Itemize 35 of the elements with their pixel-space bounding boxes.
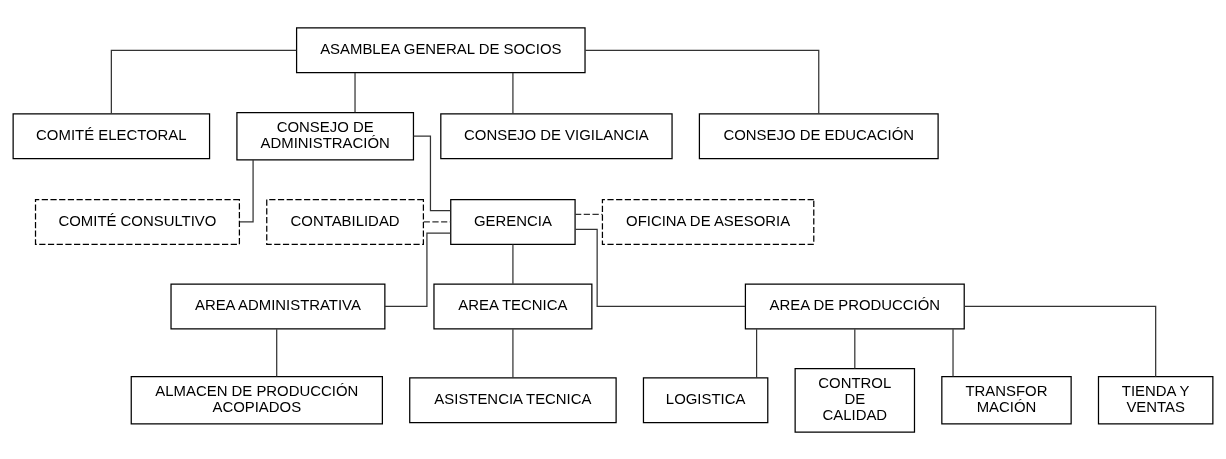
node-box: GERENCIA — [450, 198, 576, 245]
node-box: CONTROL DE CALIDAD — [794, 367, 916, 433]
node-box: LOGISTICA — [642, 376, 769, 423]
connector — [952, 328, 954, 377]
connector — [512, 243, 514, 284]
node-box: CONSEJO DE VIGILANCIA — [440, 112, 673, 159]
node-box: CONTABILIDAD — [266, 198, 425, 245]
connector — [574, 228, 746, 307]
connector — [584, 49, 820, 114]
node-box: CONSEJO DE EDUCACIÓN — [698, 112, 939, 159]
connector — [512, 328, 514, 378]
connector — [354, 71, 356, 113]
node-box: COMITÉ ELECTORAL — [12, 112, 211, 159]
node-box: AREA ADMINISTRATIVA — [170, 282, 386, 329]
connector — [512, 71, 514, 114]
connector — [110, 49, 297, 114]
node-box: ASISTENCIA TECNICA — [409, 376, 617, 423]
connector — [422, 220, 452, 223]
connector — [755, 328, 758, 378]
node-box: TRANSFOR MACIÓN — [941, 375, 1072, 425]
connector — [412, 135, 452, 211]
node-box: ALMACEN DE PRODUCCIÓN ACOPIADOS — [130, 375, 383, 425]
connector — [854, 328, 856, 369]
node-box: COMITÉ CONSULTIVO — [34, 198, 241, 245]
connector — [384, 232, 452, 307]
connector — [963, 305, 1157, 377]
connector — [574, 213, 603, 215]
node-box: CONSEJO DE ADMINISTRACIÓN — [236, 111, 415, 160]
connector — [276, 328, 278, 377]
node-box: OFICINA DE ASESORIA — [601, 198, 815, 245]
node-box: ASAMBLEA GENERAL DE SOCIOS — [295, 26, 586, 73]
connector — [239, 158, 254, 223]
node-box: AREA TECNICA — [433, 282, 593, 329]
node-box: AREA DE PRODUCCIÓN — [744, 282, 965, 329]
node-box: TIENDA Y VENTAS — [1097, 375, 1214, 425]
